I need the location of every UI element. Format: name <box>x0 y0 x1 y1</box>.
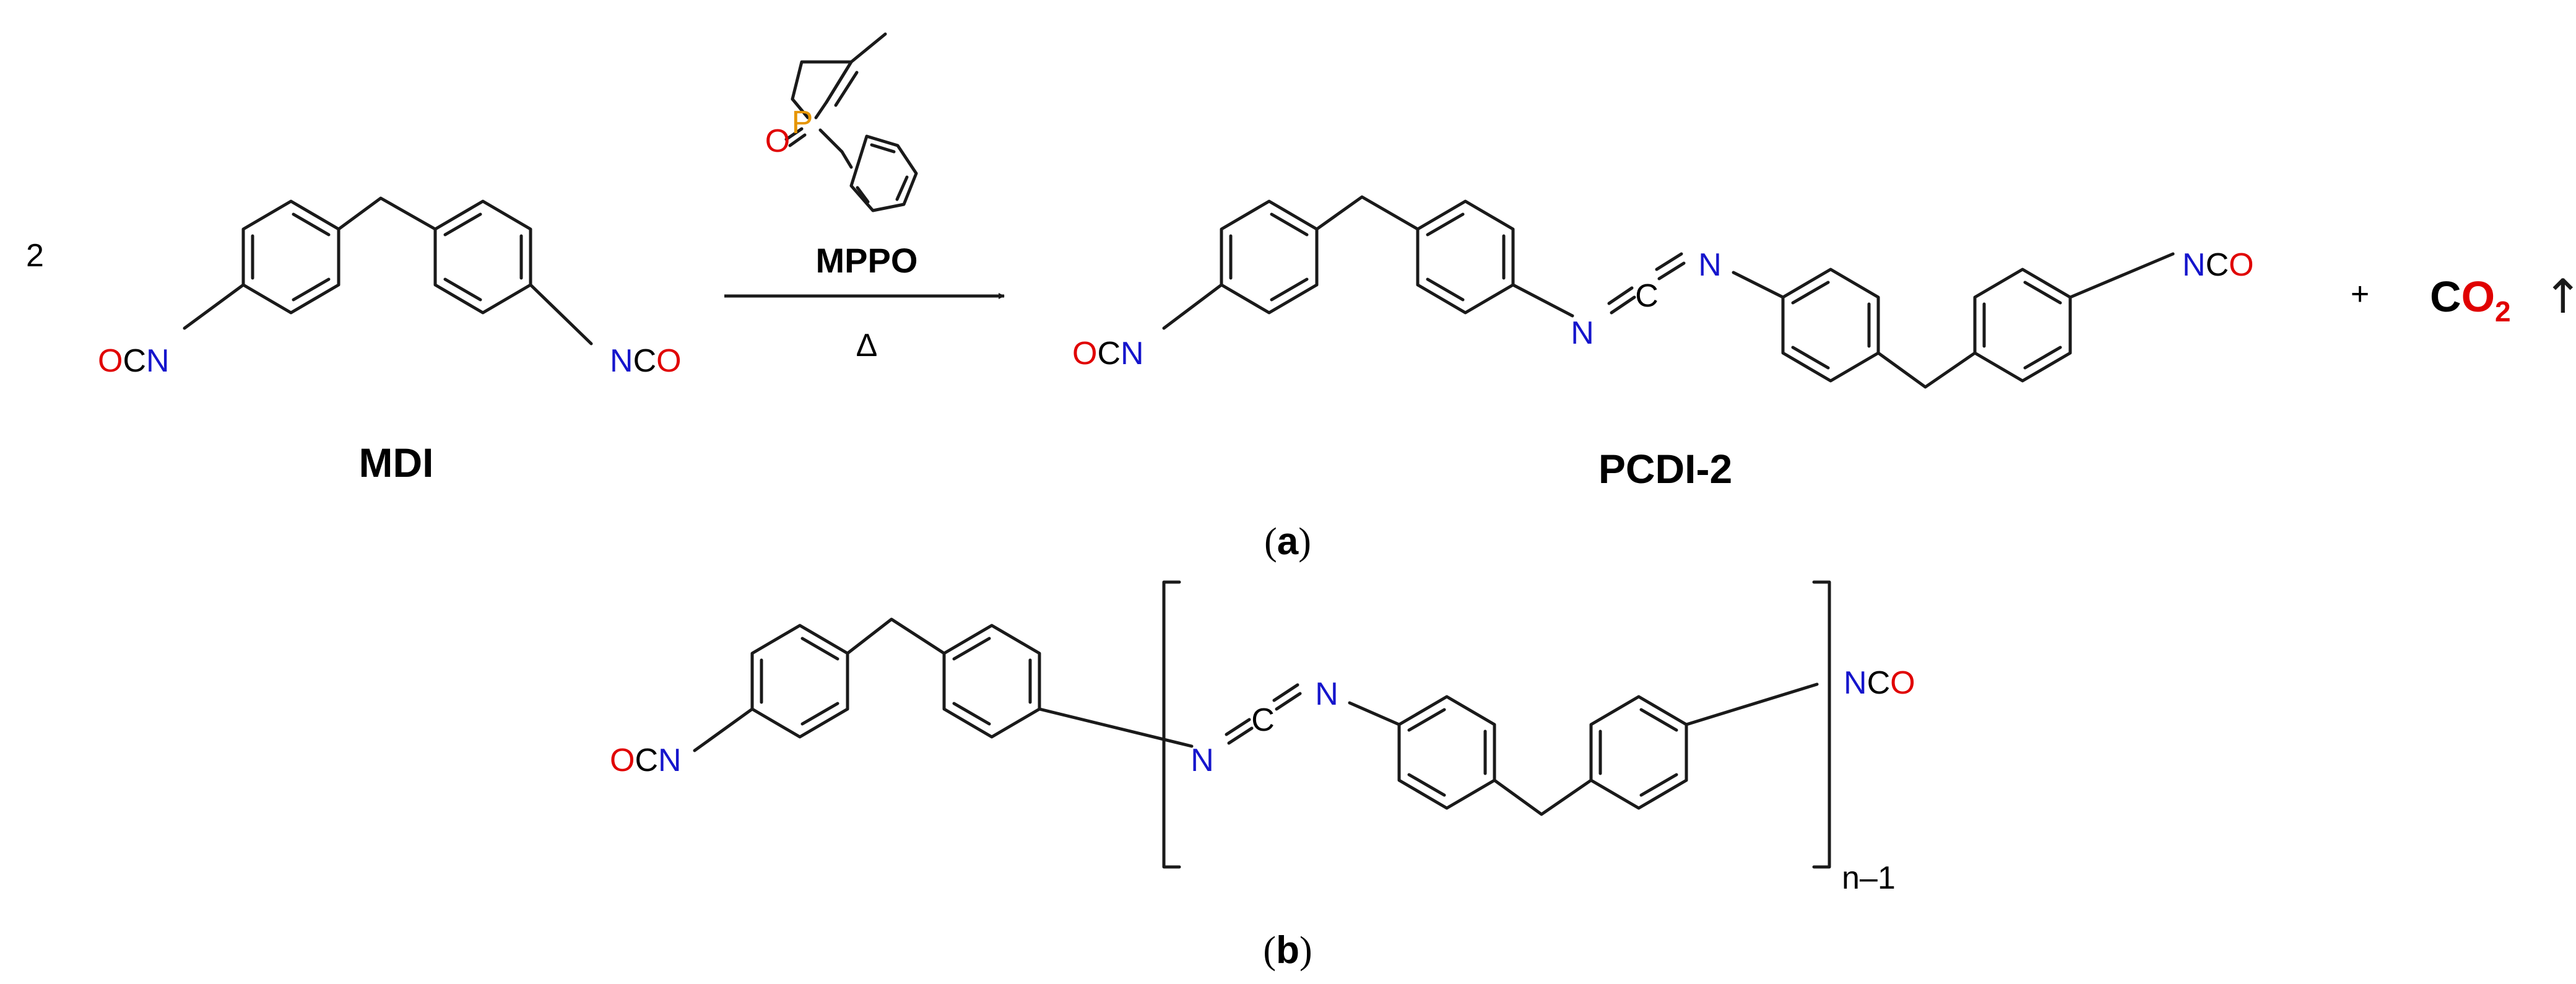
carbon-atom: C <box>1097 336 1121 372</box>
oxygen-atom: O <box>98 343 123 379</box>
mdi-label: MDI <box>359 440 434 485</box>
nitrogen-atom: N <box>1844 665 1867 701</box>
panel-label-b: (b) <box>1263 929 1312 972</box>
carbon-atom: C <box>635 742 658 778</box>
repeat-unit-subscript: n–1 <box>1842 860 1896 896</box>
carbon-atom: C <box>1251 702 1275 738</box>
heat-symbol: Δ <box>856 328 878 364</box>
nitrogen-atom: N <box>610 343 633 379</box>
carbon-atom: C <box>123 343 146 379</box>
carbon-atom: C <box>1867 665 1891 701</box>
polycarbodiimide-structure: OCN N C N NCO n–1 <box>610 580 1915 896</box>
mppo-structure: P O <box>765 32 918 212</box>
svg-text:OCN: OCN <box>98 343 170 379</box>
svg-text:NCO: NCO <box>610 343 682 379</box>
svg-text:OCN: OCN <box>1072 336 1144 372</box>
nitrogen-atom: N <box>1315 676 1338 712</box>
mdi-structure: OCN NCO <box>98 196 682 379</box>
nitrogen-atom: N <box>1698 247 1722 283</box>
part-b: OCN N C N NCO n–1 (b) <box>610 580 1915 972</box>
svg-text:NCO: NCO <box>2182 247 2254 283</box>
oxygen-atom: O <box>2461 272 2495 321</box>
carbon-atom: C <box>633 343 657 379</box>
phosphorus-atom: P <box>792 105 813 141</box>
nitrogen-atom: N <box>1121 336 1144 372</box>
carbon-atom: C <box>1635 278 1659 314</box>
nitrogen-atom: N <box>1190 742 1214 778</box>
nitrogen-atom: N <box>146 343 170 379</box>
pcdi-2-label: PCDI-2 <box>1598 446 1732 492</box>
plus-sign: + <box>2351 276 2369 312</box>
svg-text:NCO: NCO <box>1844 665 1915 701</box>
oxygen-atom: O <box>765 123 790 159</box>
carbon-dioxide: CO2 <box>2430 272 2511 328</box>
svg-text:OCN: OCN <box>610 742 682 778</box>
stoichiometric-coefficient: 2 <box>26 238 44 274</box>
oxygen-atom: O <box>610 742 635 778</box>
nitrogen-atom: N <box>658 742 682 778</box>
oxygen-atom: O <box>2229 247 2253 283</box>
mppo-label: MPPO <box>816 241 918 280</box>
oxygen-atom: O <box>1072 336 1097 372</box>
nitrogen-atom: N <box>2182 247 2206 283</box>
pcdi-2-structure: OCN N C N NCO <box>1072 195 2254 389</box>
panel-label-a: (a) <box>1264 520 1311 563</box>
gas-evolution-arrow: ↑ <box>2543 269 2576 324</box>
subscript-2: 2 <box>2495 295 2511 328</box>
carbon-atom: C <box>2430 272 2461 321</box>
oxygen-atom: O <box>1890 665 1915 701</box>
part-a: 2 OCN NCO MDI <box>26 32 2576 563</box>
oxygen-atom: O <box>656 343 681 379</box>
carbon-atom: C <box>2206 247 2229 283</box>
nitrogen-atom: N <box>1571 315 1594 351</box>
